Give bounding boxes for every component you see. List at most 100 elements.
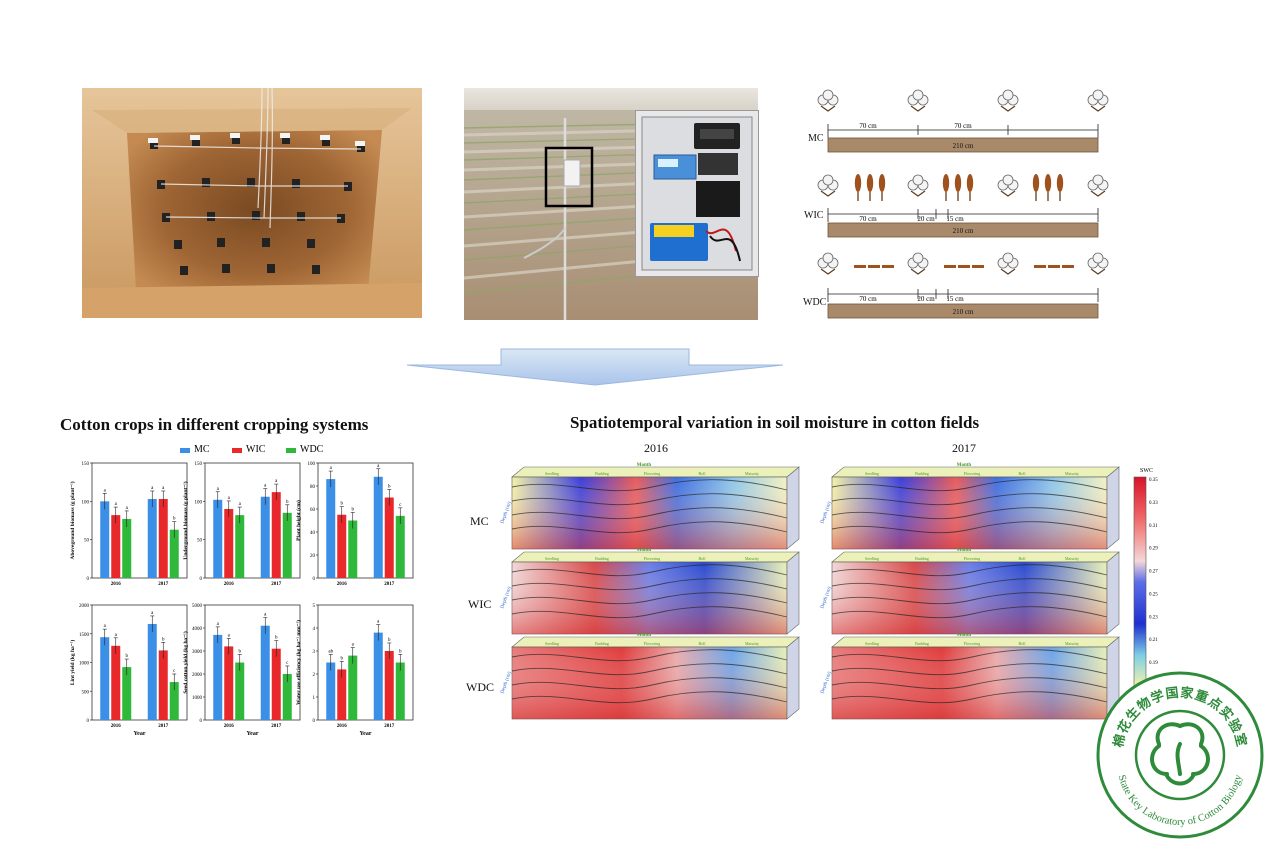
bar (337, 514, 347, 578)
growth-stage-label: Boll (699, 641, 707, 646)
significance-letter: b (239, 649, 242, 654)
dimension-label: 70 cm (859, 215, 877, 223)
heatmap-side-face (786, 466, 800, 550)
contour-line (831, 691, 1108, 704)
bar (147, 623, 157, 720)
x-axis-label: Year (247, 731, 259, 737)
contour-line (511, 564, 788, 577)
bar (282, 512, 292, 578)
bar (326, 662, 336, 720)
layout-label-mc: MC (808, 133, 824, 144)
x-tick-label: 2016 (337, 724, 348, 729)
significance-letter: a (217, 487, 220, 492)
bar (100, 501, 110, 578)
bar (122, 518, 132, 578)
significance-letter: b (275, 636, 278, 641)
bar (213, 499, 223, 578)
y-tick-label: 0 (313, 577, 316, 582)
colorbar-title: SWC (1140, 468, 1153, 474)
significance-letter: a (126, 506, 129, 511)
y-tick-label: 60 (310, 508, 316, 513)
growth-stage-label: Boll (1019, 556, 1027, 561)
legend-label-wic: WIC (246, 444, 266, 455)
cotton-plant-icon (1087, 252, 1109, 275)
wheat-seedling-icon (854, 265, 866, 268)
x-tick-label: 2017 (271, 582, 282, 587)
y-tick-label: 2000 (192, 673, 203, 678)
significance-letter: a (115, 633, 118, 638)
bar (111, 645, 121, 720)
contour-line (511, 493, 788, 506)
x-tick-label: 2016 (337, 582, 348, 587)
bar (224, 509, 234, 578)
left-section-title: Cotton crops in different cropping syste… (60, 415, 369, 434)
significance-letter: a (151, 486, 154, 491)
growth-stage-label: Maturity (1065, 641, 1079, 646)
y-axis-label: Water use efficiency (kg ha⁻¹ mm⁻¹) (295, 620, 302, 705)
y-tick-label: 50 (197, 539, 203, 544)
y-axis-label: Seed cotton yield (kg ha⁻¹) (182, 631, 189, 693)
significance-letter: a (104, 488, 107, 493)
dimension-label: 70 cm (859, 295, 877, 303)
legend-label-wdc: WDC (300, 444, 324, 455)
bar (271, 492, 281, 578)
month-label: Month (637, 548, 652, 553)
bar (235, 515, 245, 578)
layout-label-wic: WIC (804, 210, 824, 221)
y-tick-label: 150 (195, 462, 203, 467)
dimension-label: 70 cm (954, 122, 972, 130)
x-tick-label: 2017 (384, 582, 395, 587)
bar (395, 662, 405, 720)
colorbar-tick-label: 0.19 (1149, 661, 1158, 666)
wheat-plant-icon (1032, 174, 1040, 201)
x-axis-label: Year (134, 731, 146, 737)
right-section-title: Spatiotemporal variation in soil moistur… (570, 413, 980, 432)
dimension-label: 20 cm (917, 295, 935, 303)
y-axis-label: Underground biomass (g plant⁻¹) (182, 481, 189, 559)
contour-line (831, 677, 1108, 690)
colorbar-scale (1133, 476, 1147, 688)
significance-letter: a (264, 613, 267, 618)
y-tick-label: 0 (87, 719, 90, 724)
growth-stage-label: Maturity (745, 556, 759, 561)
wheat-seedling-icon (958, 265, 970, 268)
wheat-seedling-icon (944, 265, 956, 268)
growth-stage-label: Seedling (865, 471, 879, 476)
growth-stage-label: Maturity (745, 641, 759, 646)
bar (384, 497, 394, 578)
y-tick-label: 5000 (192, 604, 203, 609)
y-tick-label: 100 (308, 462, 316, 467)
wheat-seedling-icon (972, 265, 984, 268)
wheat-plant-icon (878, 174, 886, 201)
bed-width-label: 210 cm (953, 308, 974, 316)
significance-letter: c (286, 661, 289, 666)
significance-letter: ab (328, 649, 333, 654)
month-label: Month (957, 633, 972, 638)
colorbar-tick-label: 0.27 (1149, 570, 1158, 575)
bar (260, 625, 270, 720)
growth-stage-label: Budding (595, 471, 609, 476)
contour-line (511, 578, 788, 591)
significance-letter: a (352, 643, 355, 648)
cotton-boll-icon (1150, 722, 1210, 786)
wheat-seedling-icon (882, 265, 894, 268)
legend-swatch-mc (180, 448, 190, 453)
significance-letter: a (104, 624, 107, 629)
significance-letter: b (341, 502, 344, 507)
x-tick-label: 2016 (111, 582, 122, 587)
growth-stage-label: Flowering (964, 641, 980, 646)
y-tick-label: 0 (313, 719, 316, 724)
significance-letter: b (352, 507, 355, 512)
growth-stage-label: Flowering (644, 471, 660, 476)
wheat-plant-icon (1056, 174, 1064, 201)
bar (100, 637, 110, 720)
bar (337, 669, 347, 720)
bed-width-label: 210 cm (953, 142, 974, 150)
month-label: Month (637, 633, 652, 638)
